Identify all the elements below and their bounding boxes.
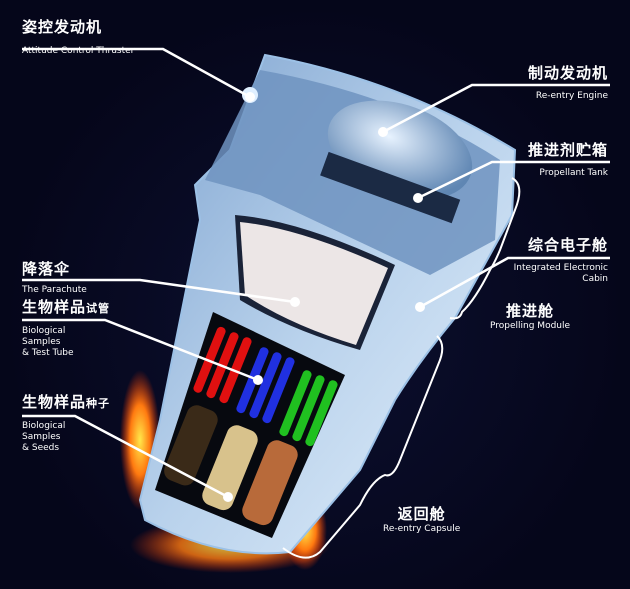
label-propellant-tank: 推进剂贮箱 Propellant Tank — [528, 139, 608, 179]
label-zh: 姿控发动机 — [22, 18, 103, 36]
label-en: Attitude Control Thruster — [22, 46, 135, 56]
leader-lines — [22, 47, 610, 499]
label-en: Propelling Module — [490, 321, 571, 331]
label-en: Re-entry Engine — [535, 91, 608, 101]
label-reentry-capsule: 返回舱 Re-entry Capsule — [383, 503, 460, 535]
reentry-capsule-bracket — [282, 335, 444, 559]
test-tubes-blue — [236, 347, 295, 424]
label-en: Samples — [22, 337, 61, 347]
label-reentry-engine: 制动发动机 Re-entry Engine — [528, 62, 608, 102]
label-en: Biological — [22, 421, 66, 431]
label-seeds: 生物样品种子 Biological Samples & Seeds — [22, 391, 110, 454]
label-electronic-cabin: 综合电子舱 Integrated Electronic Cabin — [514, 234, 608, 285]
parachute-pack — [240, 222, 388, 345]
leader-electronic-cabin — [419, 256, 610, 309]
label-zh-small: 种子 — [86, 397, 111, 410]
label-parachute: 降落伞 The Parachute — [22, 258, 87, 296]
label-zh: 推进舱 — [506, 302, 555, 320]
label-propelling-module: 推进舱 Propelling Module — [490, 300, 570, 332]
leader-reentry-engine — [382, 83, 610, 134]
label-en: Propellant Tank — [539, 168, 608, 178]
label-zh-main: 生物样品 — [22, 393, 87, 411]
label-en: Cabin — [582, 274, 608, 284]
label-en: Samples — [22, 432, 61, 442]
leader-dots — [223, 92, 425, 502]
label-zh: 降落伞 — [22, 260, 71, 278]
label-en: & Test Tube — [22, 348, 74, 358]
label-en: & Seeds — [22, 443, 60, 453]
label-test-tube: 生物样品试管 Biological Samples & Test Tube — [22, 296, 110, 359]
label-zh-main: 生物样品 — [22, 298, 87, 316]
label-zh: 生物样品种子 — [22, 391, 110, 412]
label-en: Integrated Electronic — [513, 263, 608, 273]
label-zh: 制动发动机 — [527, 64, 608, 82]
label-zh: 生物样品试管 — [22, 296, 110, 317]
label-en: The Parachute — [22, 285, 87, 295]
label-zh: 推进剂贮箱 — [527, 141, 608, 159]
label-zh-small: 试管 — [86, 302, 111, 315]
tank-mount — [320, 151, 461, 224]
label-en: Re-entry Capsule — [383, 524, 461, 534]
label-attitude-thruster: 姿控发动机 Attitude Control Thruster — [22, 16, 134, 57]
label-en: Biological — [22, 326, 66, 336]
seed-jars — [164, 405, 298, 526]
leader-propellant-tank — [417, 160, 610, 200]
leader-seeds — [22, 414, 229, 499]
label-zh: 返回舱 — [397, 505, 446, 523]
leader-test-tube — [22, 318, 259, 382]
label-zh: 综合电子舱 — [527, 236, 608, 254]
propelling-module-bracket — [449, 177, 521, 320]
leader-parachute — [22, 278, 296, 304]
test-tubes-green — [279, 370, 338, 447]
leader-attitude — [22, 47, 251, 99]
